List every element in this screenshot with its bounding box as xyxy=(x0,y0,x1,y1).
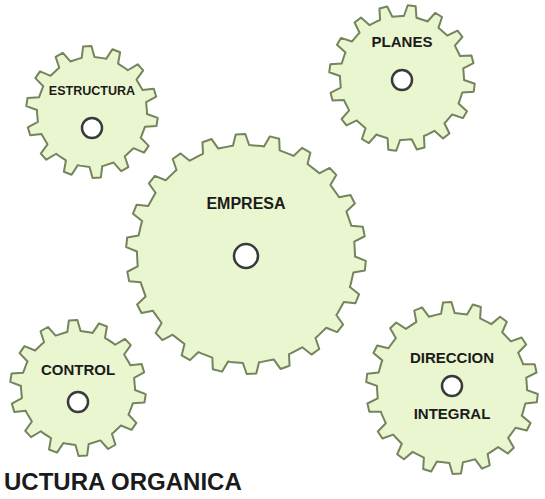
gear-node: PLANES xyxy=(327,3,477,153)
gear-outline xyxy=(327,3,477,153)
gear-label: ESTRUCTURA xyxy=(24,85,160,99)
gear-label: PLANES xyxy=(327,34,477,51)
gear-label: CONTROL xyxy=(8,362,148,379)
gear-label: INTEGRAL xyxy=(364,406,540,423)
gear-outline xyxy=(124,132,368,376)
gear-outline xyxy=(364,300,540,476)
gear-outline xyxy=(8,318,148,458)
gear-label: DIRECCION xyxy=(364,350,540,367)
gear-label: EMPRESA xyxy=(124,195,368,213)
section-heading: UCTURA ORGANICA xyxy=(4,468,242,496)
gear-node: ESTRUCTURA xyxy=(24,44,160,180)
gear-node: DIRECCION INTEGRAL xyxy=(364,300,540,476)
gear-outline xyxy=(24,44,160,180)
gear-node: CONTROL xyxy=(8,318,148,458)
gear-node: EMPRESA xyxy=(124,132,368,376)
